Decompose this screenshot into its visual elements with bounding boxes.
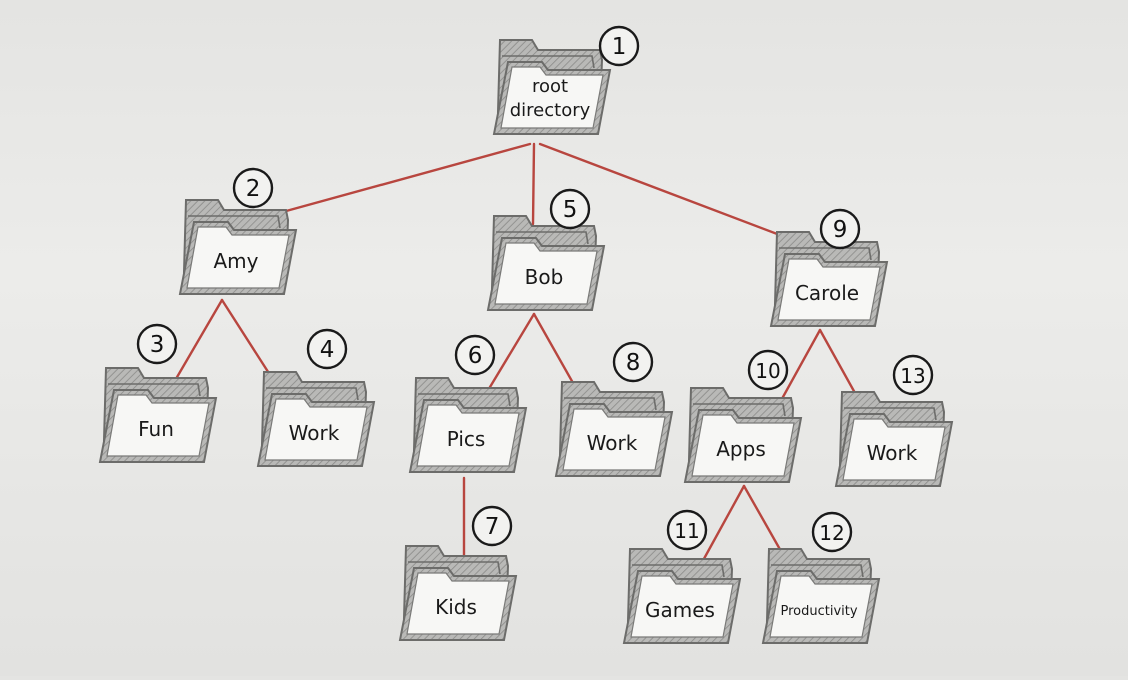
node-number-badge-10: 10 [747, 349, 789, 391]
node-number-badge-1: 1 [598, 25, 640, 67]
node-number-badge-11: 11 [666, 509, 708, 551]
node-number: 8 [626, 350, 641, 376]
folder-node-10: Apps [683, 387, 803, 483]
folder-label: Bob [525, 265, 564, 289]
node-number-badge-5: 5 [549, 188, 591, 230]
edge-9-13 [818, 328, 862, 404]
node-number: 6 [468, 343, 483, 369]
edge-5-6 [485, 312, 536, 394]
node-number: 7 [485, 514, 500, 540]
node-number-badge-9: 9 [819, 208, 861, 250]
folder-label: Apps [716, 437, 766, 461]
folder-icon [98, 367, 218, 463]
folder-icon [769, 231, 889, 327]
edge-5-8 [532, 312, 579, 392]
node-number: 5 [563, 197, 578, 223]
node-number: 11 [674, 519, 699, 543]
folder-label: Fun [138, 417, 174, 441]
folder-icon [408, 377, 528, 473]
folder-icon [486, 215, 606, 311]
folder-node-9: Carole [769, 231, 889, 327]
folder-node-2: Amy [178, 199, 298, 295]
folder-label: Work [289, 421, 340, 445]
folder-label: Games [645, 598, 715, 622]
node-number-badge-13: 13 [892, 354, 934, 396]
node-number-badge-4: 4 [306, 328, 348, 370]
edges-layer [171, 142, 862, 568]
edge-1-9 [538, 142, 795, 242]
edge-10-12 [742, 484, 788, 562]
folder-icon [492, 39, 612, 135]
edge-2-3 [171, 298, 224, 386]
folder-node-12: Productivity [761, 548, 881, 644]
folder-node-6: Pics [408, 377, 528, 473]
folder-icon [178, 199, 298, 295]
folder-label: Carole [795, 281, 859, 305]
node-number-badge-3: 3 [136, 323, 178, 365]
folder-icon [761, 548, 881, 644]
node-number: 12 [819, 521, 844, 545]
node-number: 3 [150, 332, 165, 358]
folder-icon [256, 371, 376, 467]
folder-node-4: Work [256, 371, 376, 467]
edge-10-11 [698, 484, 746, 568]
node-number: 4 [320, 337, 335, 363]
node-number: 9 [833, 217, 848, 243]
folder-node-3: Fun [98, 367, 218, 463]
node-number: 10 [755, 359, 780, 383]
folder-label: Work [867, 441, 918, 465]
folder-label: Pics [447, 427, 486, 451]
folder-node-5: Bob [486, 215, 606, 311]
edge-2-4 [220, 298, 274, 380]
folder-label: Work [587, 431, 638, 455]
folder-label: Kids [435, 595, 477, 619]
folder-icon [398, 545, 518, 641]
folder-label: Productivity [780, 604, 857, 619]
folder-node-7: Kids [398, 545, 518, 641]
node-number-badge-8: 8 [612, 341, 654, 383]
node-number: 13 [900, 364, 925, 388]
node-number-badge-6: 6 [454, 334, 496, 376]
folder-node-8: Work [554, 381, 674, 477]
node-number-badge-2: 2 [232, 167, 274, 209]
folder-node-11: Games [622, 548, 742, 644]
node-number-badge-7: 7 [471, 505, 513, 547]
folder-label: Amy [214, 249, 259, 273]
folder-icon [554, 381, 674, 477]
folder-node-13: Work [834, 391, 954, 487]
edge-9-10 [776, 328, 822, 408]
folder-icon [683, 387, 803, 483]
folder-icon [622, 548, 742, 644]
node-number-badge-12: 12 [811, 511, 853, 553]
node-number: 1 [612, 34, 627, 60]
edge-1-5 [531, 142, 536, 226]
folder-icon [834, 391, 954, 487]
edge-1-2 [266, 142, 532, 218]
node-number: 2 [246, 176, 261, 202]
